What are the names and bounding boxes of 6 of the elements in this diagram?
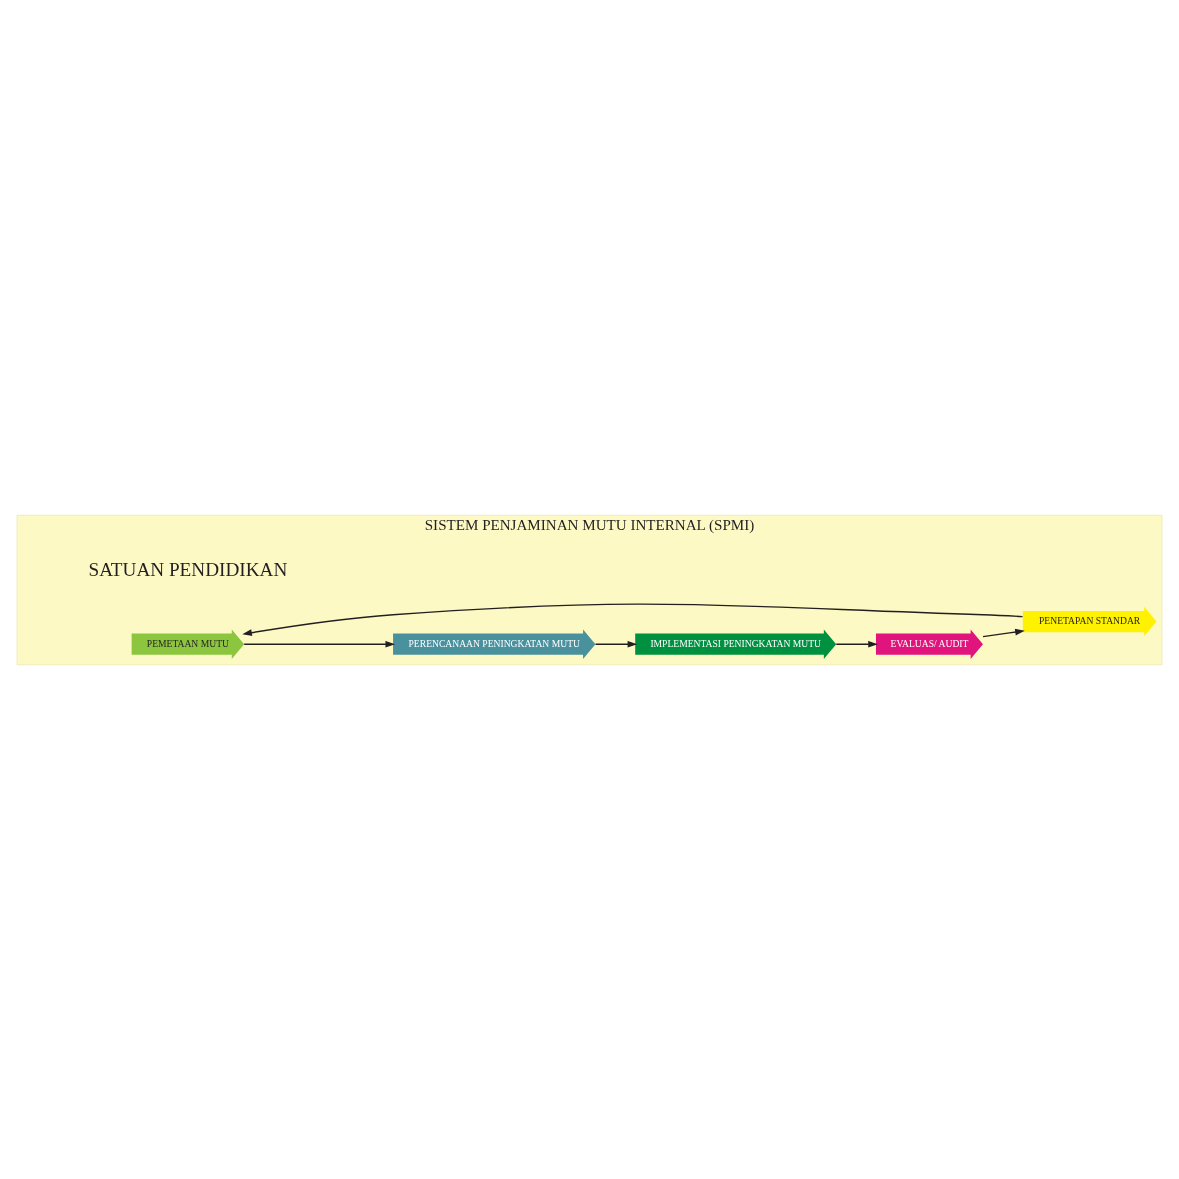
arrow: [982, 628, 1025, 637]
arrow: [594, 640, 638, 648]
arrow: [242, 602, 1024, 636]
arrow: [243, 640, 396, 648]
arrow: [835, 640, 878, 648]
node-text: SATUAN PENDIDIKAN: [88, 558, 288, 580]
